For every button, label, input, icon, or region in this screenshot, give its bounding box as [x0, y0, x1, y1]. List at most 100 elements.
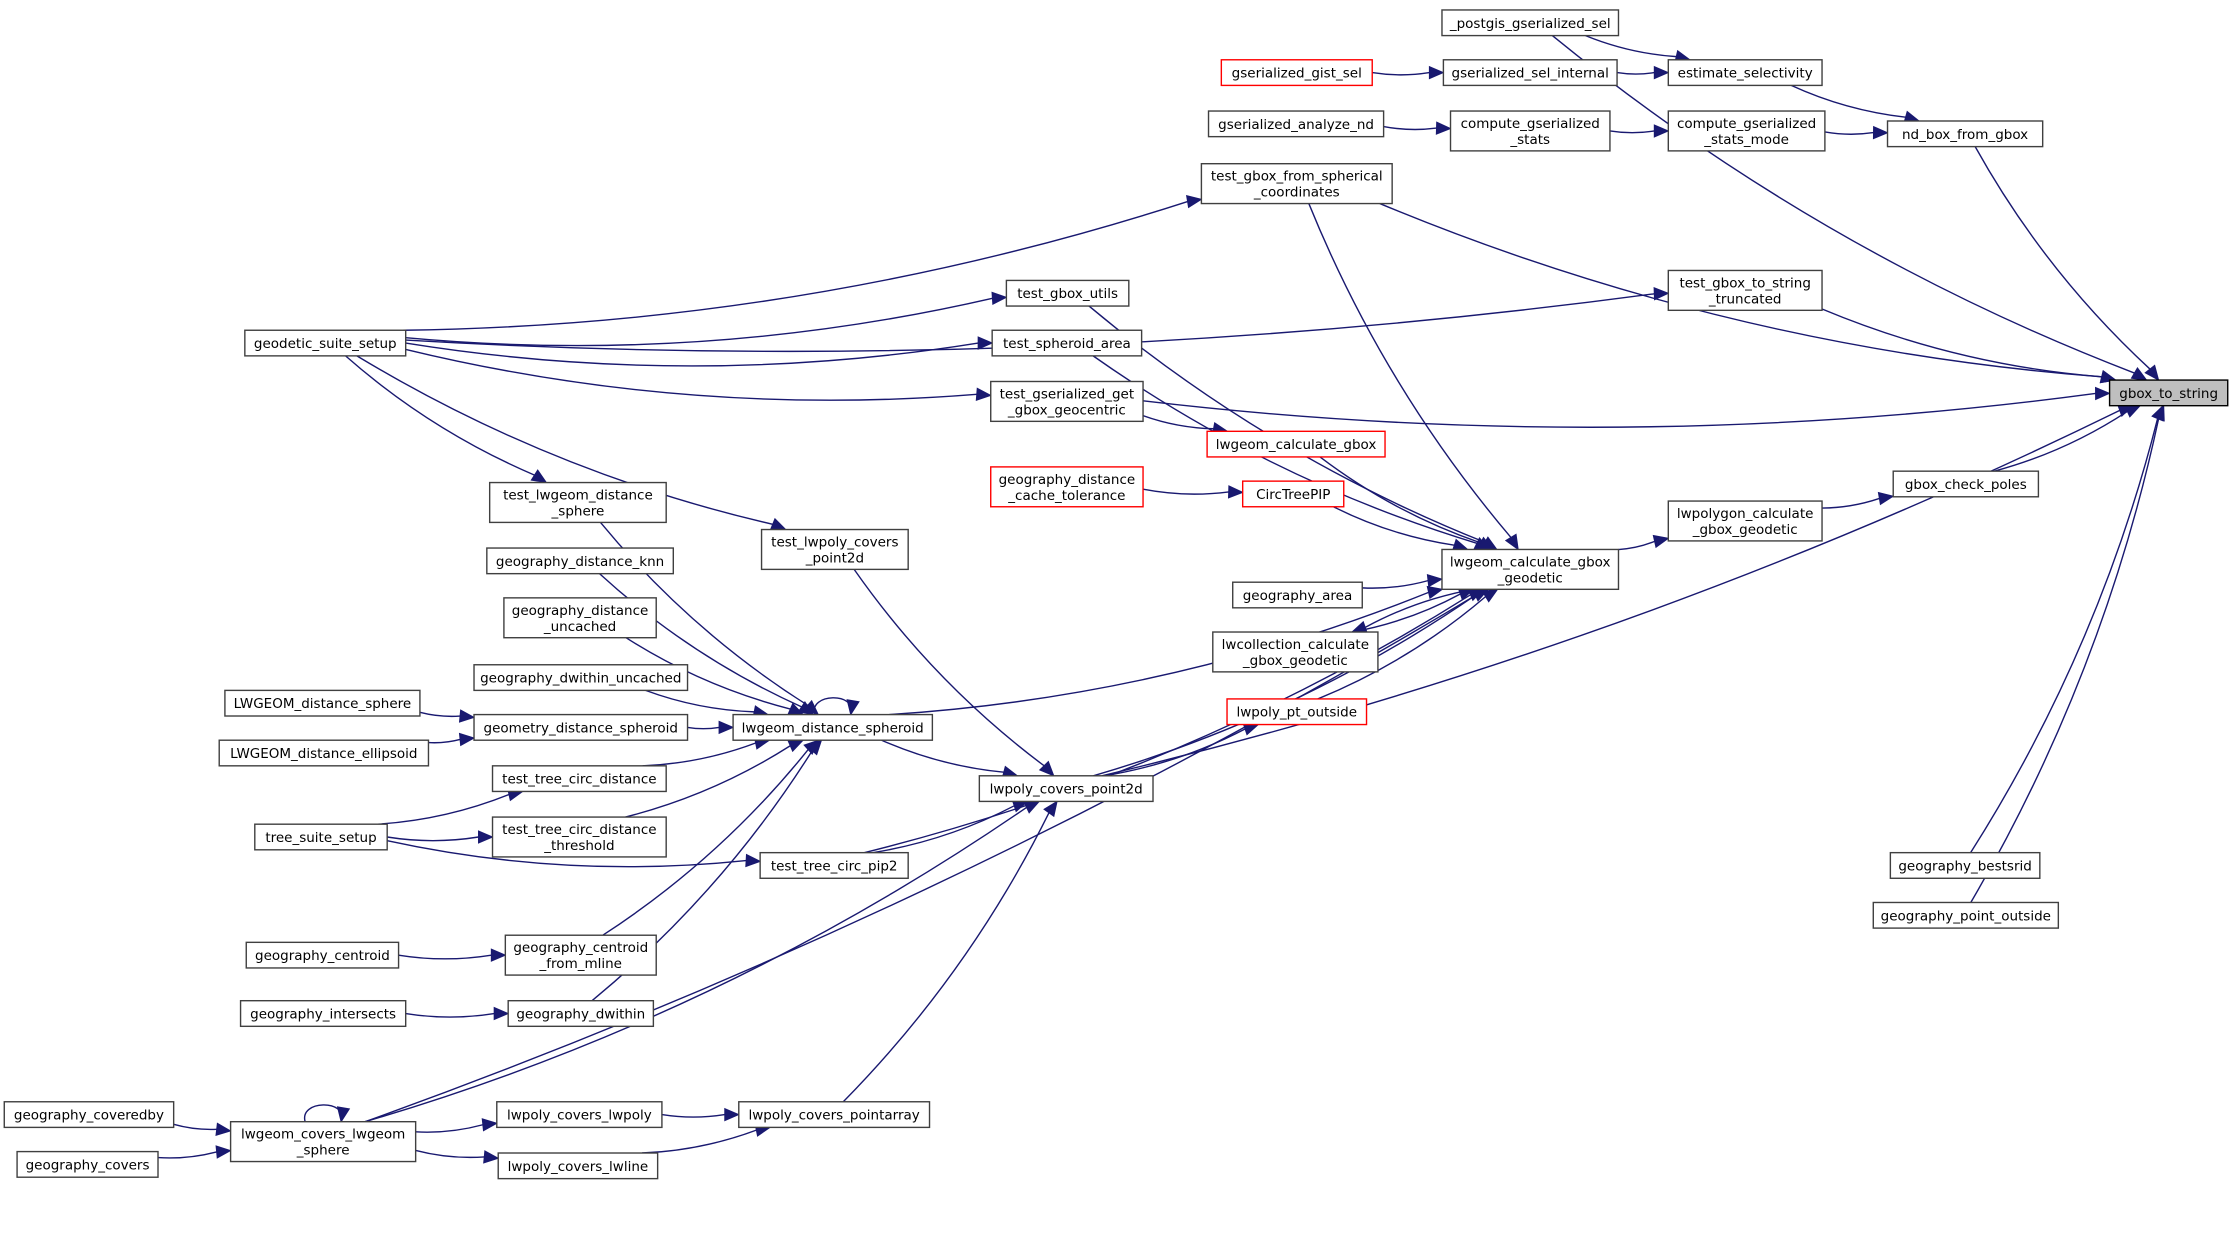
edge-line: [1790, 84, 1906, 118]
node-label: _stats: [1509, 132, 1550, 148]
node-label: _sphere: [551, 503, 605, 519]
edge-lwgeom-covers-lwgeom-sphere-to-lwpoly-covers-lwline: [415, 1149, 500, 1164]
node-lwpoly-covers-lwpoly[interactable]: lwpoly_covers_lwpoly: [496, 1101, 663, 1129]
node-gserialized-gist-sel[interactable]: gserialized_gist_sel: [1220, 59, 1373, 87]
node-test-gbox-from-spherical-coordinates[interactable]: test_gbox_from_spherical_coordinates: [1200, 162, 1393, 205]
node-geography-dwithin-uncached[interactable]: geography_dwithin_uncached: [473, 664, 689, 692]
arrowhead-icon: [1653, 65, 1670, 80]
node-box: [1220, 59, 1373, 87]
node-label: test_tree_circ_pip2: [771, 858, 898, 874]
nodes-layer: _postgis_gserialized_sel gserialized_gist…: [3, 9, 2229, 1180]
node-test-tree-circ-distance-threshold[interactable]: test_tree_circ_distance_threshold: [491, 816, 667, 858]
node-gbox-check-poles[interactable]: gbox_check_poles: [1892, 470, 2040, 498]
node-test-tree-circ-distance[interactable]: test_tree_circ_distance: [491, 765, 667, 793]
edge-lwgeom-distance-sphere-to-geometry-distance-spheroid: [419, 709, 476, 723]
node-label: _cache_tolerance: [1007, 488, 1125, 504]
node-box: [491, 816, 667, 858]
arrowhead-icon: [1653, 124, 1670, 138]
arrowhead-icon: [490, 948, 507, 962]
node-test-lwpoly-covers-point2d[interactable]: test_lwpoly_covers_point2d: [760, 528, 909, 571]
node-geography-intersects[interactable]: geography_intersects: [239, 999, 407, 1028]
edge-line: [1970, 418, 2160, 903]
edge-line: [415, 1124, 484, 1133]
node-lwgeom-distance-ellipsoid[interactable]: LWGEOM_distance_ellipsoid: [218, 739, 430, 767]
node-geography-coveredby[interactable]: geography_coveredby: [3, 1101, 175, 1129]
arrowhead-icon: [769, 517, 787, 531]
node-geometry-distance-spheroid[interactable]: geometry_distance_spheroid: [473, 713, 689, 741]
node-box: [507, 999, 655, 1028]
edge-line: [1551, 35, 2135, 374]
arrowhead-icon: [977, 336, 994, 350]
node-geography-distance-uncached[interactable]: geography_distance_uncached: [503, 597, 657, 639]
node-test-lwgeom-distance-sphere[interactable]: test_lwgeom_distance_sphere: [488, 481, 667, 524]
edge-line: [405, 348, 977, 401]
node-box: [1442, 59, 1618, 87]
node-lwgeom-calculate-gbox[interactable]: lwgeom_calculate_gbox: [1206, 430, 1386, 458]
edge-nd-box-from-gbox-to-gbox-to-string: [1974, 146, 2160, 382]
node-label: geography_coveredby: [14, 1108, 164, 1124]
edge-test-gserialized-get-gbox-geocentric-to-gbox-to-string: [1142, 386, 2111, 428]
node-lwpoly-pt-outside[interactable]: lwpoly_pt_outside: [1226, 698, 1368, 726]
node-geography-dwithin[interactable]: geography_dwithin: [507, 999, 655, 1028]
edge-lwpoly-pt-outside-to-lwgeom-calculate-gbox-geodetic: [1317, 588, 1499, 700]
node-label: gserialized_gist_sel: [1232, 66, 1362, 82]
node-nd-box-from-gbox[interactable]: nd_box_from_gbox: [1886, 120, 2044, 148]
node-lwgeom-distance-spheroid[interactable]: lwgeom_distance_spheroid: [732, 713, 934, 741]
node-gbox-to-string[interactable]: gbox_to_string: [2108, 379, 2229, 407]
node-test-tree-circ-pip2[interactable]: test_tree_circ_pip2: [759, 851, 909, 879]
edge-line: [345, 355, 535, 476]
node-label: test_tree_circ_distance: [502, 822, 656, 838]
edge-line: [1822, 497, 1880, 509]
node-tree-suite-setup[interactable]: tree_suite_setup: [254, 823, 388, 851]
node-geography-centroid-from-mline[interactable]: geography_centroid_from_mline: [504, 934, 657, 976]
node-geography-point-outside[interactable]: geography_point_outside: [1872, 901, 2060, 929]
node-test-gbox-utils[interactable]: test_gbox_utils: [1005, 279, 1130, 307]
node-estimate-selectivity[interactable]: estimate_selectivity: [1667, 59, 1823, 87]
node-label: test_spheroid_area: [1003, 336, 1131, 352]
node-lwcollection-calculate-gbox-geodetic[interactable]: lwcollection_calculate_gbox_geodetic: [1212, 631, 1379, 673]
node-lwgeom-distance-sphere[interactable]: LWGEOM_distance_sphere: [224, 689, 421, 717]
node-lwgeom-calculate-gbox-geodetic[interactable]: lwgeom_calculate_gbox_geodetic: [1441, 548, 1620, 591]
node-label: gserialized_sel_internal: [1452, 66, 1609, 82]
node-lwpolygon-calculate-gbox-geodetic[interactable]: lwpolygon_calculate_gbox_geodetic: [1667, 500, 1823, 542]
node-postgis-gserialized-sel[interactable]: _postgis_gserialized_sel: [1441, 9, 1620, 37]
node-lwgeom-covers-lwgeom-sphere[interactable]: lwgeom_covers_lwgeom_sphere: [229, 1120, 417, 1163]
edge-line: [403, 200, 1188, 331]
node-gserialized-sel-internal[interactable]: gserialized_sel_internal: [1442, 59, 1618, 87]
node-geography-centroid[interactable]: geography_centroid: [245, 941, 400, 969]
edge-geography-centroid-to-geography-centroid-from-mline: [398, 948, 507, 962]
node-compute-gserialized-stats[interactable]: compute_gserialized_stats: [1449, 110, 1611, 152]
edge-lwgeom-covers-lwgeom-sphere-to-lwpoly-covers-point2d: [364, 800, 1041, 1123]
node-box: [1005, 279, 1130, 307]
node-geography-distance-knn[interactable]: geography_distance_knn: [486, 547, 675, 575]
node-geography-covers[interactable]: geography_covers: [16, 1150, 159, 1178]
node-geography-area[interactable]: geography_area: [1232, 581, 1363, 609]
node-test-gserialized-get-gbox-geocentric[interactable]: test_gserialized_get_gbox_geocentric: [990, 380, 1144, 423]
node-label: compute_gserialized: [1461, 116, 1600, 132]
node-label: _coordinates: [1253, 185, 1340, 201]
node-box: [1441, 548, 1620, 591]
node-geography-distance-cache-tolerance[interactable]: geography_distance_cache_tolerance: [990, 466, 1144, 508]
node-lwpoly-covers-lwline[interactable]: lwpoly_covers_lwline: [497, 1152, 659, 1180]
node-circtreepip[interactable]: CircTreePIP: [1241, 480, 1345, 508]
node-compute-gserialized-stats-mode[interactable]: compute_gserialized_stats_mode: [1667, 110, 1826, 152]
node-test-gbox-to-string-truncated[interactable]: test_gbox_to_string_truncated: [1667, 269, 1823, 312]
node-test-spheroid-area[interactable]: test_spheroid_area: [991, 329, 1143, 357]
node-lwpoly-covers-pointarray[interactable]: lwpoly_covers_pointarray: [738, 1101, 931, 1129]
node-geodetic-suite-setup[interactable]: geodetic_suite_setup: [244, 329, 407, 357]
node-box: [486, 547, 675, 575]
node-box: [229, 1120, 417, 1163]
edge-circtreepip-to-lwgeom-calculate-gbox-geodetic: [1333, 506, 1469, 552]
node-label: test_gserialized_get: [1000, 386, 1135, 402]
node-geography-bestsrid[interactable]: geography_bestsrid: [1889, 851, 2041, 879]
edge-geodetic-suite-setup-to-test-lwgeom-distance-sphere: [345, 355, 548, 484]
node-box: [504, 934, 657, 976]
node-label: geography_centroid: [255, 948, 390, 964]
node-label: _geodetic: [1497, 570, 1563, 586]
node-lwpoly-covers-point2d[interactable]: lwpoly_covers_point2d: [978, 775, 1154, 803]
node-gserialized-analyze-nd[interactable]: gserialized_analyze_nd: [1207, 110, 1385, 138]
arrowhead-icon: [458, 732, 476, 747]
edge-line: [1609, 130, 1655, 134]
edge-line: [1319, 456, 1481, 544]
